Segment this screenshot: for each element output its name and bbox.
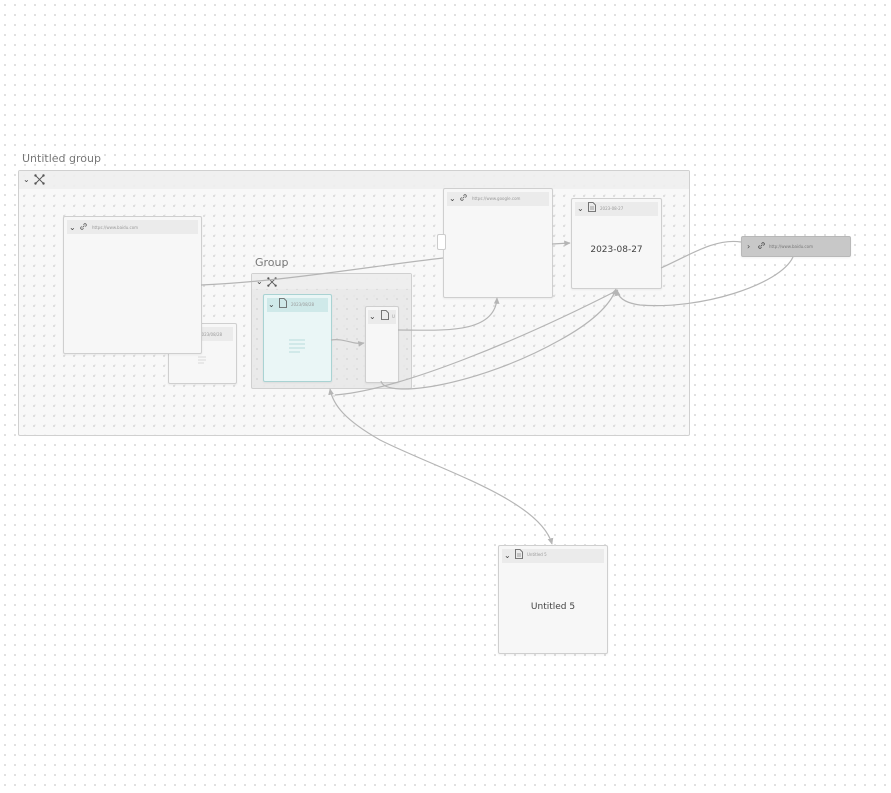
chevron-down-icon[interactable]: ⌄ — [504, 551, 511, 560]
group-select-icon[interactable] — [34, 174, 45, 185]
chevron-down-icon[interactable]: ⌄ — [577, 204, 584, 213]
node-header[interactable] — [67, 220, 198, 234]
node-title: Untitled 5 — [527, 552, 547, 557]
node-link-google[interactable]: ⌄ https://www.google.com — [443, 188, 553, 298]
node-link-collapsed[interactable]: › http://www.baidu.com — [741, 236, 851, 257]
node-note-selected[interactable]: ⌄ 2023/08/28 — [263, 294, 332, 382]
group-label-untitled-group[interactable]: Untitled group — [22, 152, 101, 165]
chevron-down-icon[interactable]: ⌄ — [256, 277, 263, 286]
node-title: http://www.baidu.com — [769, 244, 813, 249]
node-title: 2023/08/28 — [199, 332, 223, 337]
chevron-right-icon[interactable]: › — [747, 242, 751, 251]
edge-label-stub[interactable] — [437, 234, 446, 250]
link-icon — [460, 194, 467, 201]
chevron-down-icon[interactable]: ⌄ — [69, 223, 76, 232]
chevron-down-icon[interactable]: ⌄ — [369, 312, 376, 321]
node-date-note[interactable]: ⌄ 2023-08-27 2023-08-27 — [571, 198, 662, 289]
node-title: https://www.baidu.com — [92, 225, 139, 230]
group-label-group[interactable]: Group — [255, 256, 289, 269]
node-untitled-5[interactable]: ⌄ Untitled 5 Untitled 5 — [498, 545, 608, 654]
group-select-icon[interactable] — [267, 277, 277, 287]
node-body-text: Untitled 5 — [530, 602, 576, 612]
link-icon — [758, 242, 765, 249]
document-icon — [515, 549, 523, 559]
text-lines-icon — [289, 339, 305, 353]
node-title: 2023-08-27 — [600, 206, 624, 211]
chevron-down-icon[interactable]: ⌄ — [23, 175, 30, 184]
node-header[interactable] — [447, 192, 549, 206]
node-title: 2023/08/28 — [291, 302, 315, 307]
document-icon — [588, 202, 596, 212]
node-note-small[interactable]: ⌄ U — [365, 306, 399, 383]
node-body-text: 2023-08-27 — [590, 245, 643, 255]
chevron-down-icon[interactable]: ⌄ — [449, 194, 456, 203]
node-header[interactable] — [267, 298, 328, 312]
node-header[interactable] — [502, 549, 604, 563]
document-icon — [381, 310, 389, 320]
document-icon — [279, 298, 287, 308]
node-title: https://www.google.com — [472, 196, 521, 201]
group-header[interactable]: ⌄ — [252, 274, 411, 289]
node-link-baidu[interactable]: ⌄ https://www.baidu.com — [63, 216, 202, 354]
link-icon — [80, 223, 87, 230]
group-header[interactable]: ⌄ — [19, 171, 689, 189]
chevron-down-icon[interactable]: ⌄ — [268, 300, 275, 309]
node-title: U — [392, 314, 395, 319]
text-lines-icon — [198, 356, 206, 364]
